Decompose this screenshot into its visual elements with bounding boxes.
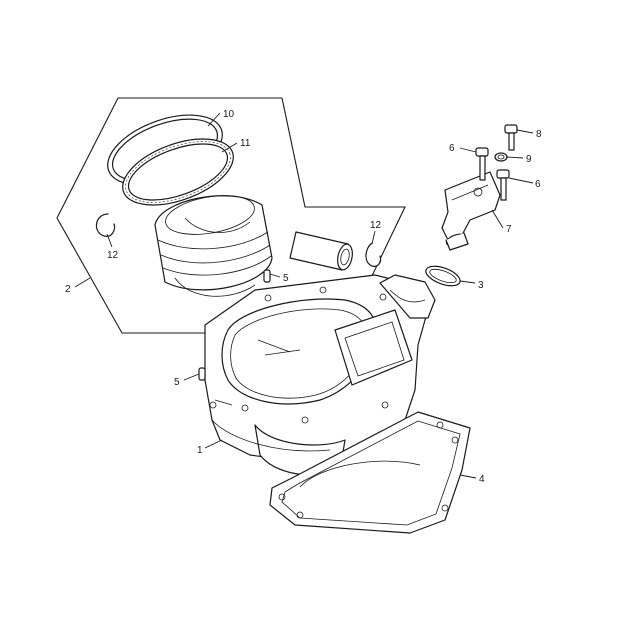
bolt-right: [496, 169, 510, 201]
callout-10: 10: [223, 109, 235, 120]
dowel-pin-upper: [263, 269, 271, 283]
callout-6-right: 6: [535, 179, 541, 190]
bolt-top: [504, 124, 518, 151]
dowel-pin-lower: [198, 367, 206, 381]
callout-9: 9: [526, 154, 532, 165]
callout-4: 4: [479, 474, 485, 485]
piston: [154, 195, 273, 297]
callout-7: 7: [506, 224, 512, 235]
piston-pin: [289, 231, 353, 271]
o-ring: [425, 265, 461, 287]
circlip-right: [365, 242, 382, 267]
cylinder: [204, 274, 436, 476]
callout-3: 3: [478, 280, 484, 291]
chain-tensioner: [441, 171, 501, 251]
callout-11: 11: [240, 138, 251, 149]
piston-ring-second: [122, 138, 234, 206]
callout-5-upper: 5: [283, 273, 289, 284]
circlip-left: [95, 213, 116, 237]
callout-1: 1: [197, 445, 203, 456]
callout-5-lower: 5: [174, 377, 180, 388]
leader-lines: [74, 112, 534, 479]
callout-8: 8: [536, 129, 542, 140]
callout-2: 2: [65, 284, 71, 295]
base-gasket: [269, 411, 471, 534]
sealing-washer: [494, 152, 508, 162]
callout-12-right: 12: [370, 220, 382, 231]
callout-12-left: 12: [107, 250, 119, 261]
bolt-left: [475, 147, 489, 181]
callout-6-left: 6: [449, 143, 455, 154]
